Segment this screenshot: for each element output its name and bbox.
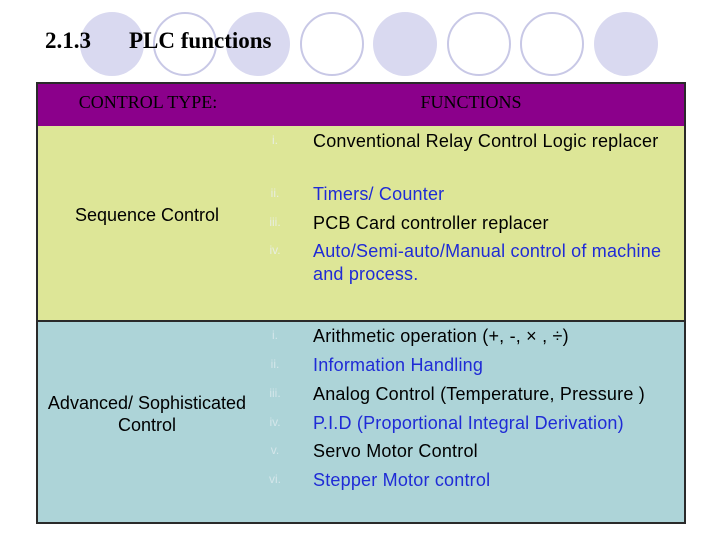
item-text: Stepper Motor control: [313, 470, 491, 490]
item-text: Servo Motor Control: [313, 441, 478, 461]
item-text: Auto/Semi-auto/Manual control of machine…: [313, 241, 662, 284]
table-header: CONTROL TYPE: FUNCTIONS: [36, 82, 686, 126]
item-number: iv.: [269, 415, 281, 429]
item-text: PCB Card controller replacer: [313, 213, 549, 233]
decor-circle: [226, 12, 290, 76]
header-functions: FUNCTIONS: [420, 92, 522, 112]
item-text: P.I.D (Proportional Integral Derivation): [313, 413, 624, 433]
item-text: Analog Control (Temperature, Pressure ): [313, 384, 645, 404]
item-text: Timers/ Counter: [313, 184, 445, 204]
table-row-advanced-control: Advanced/ Sophisticated Control i. Arith…: [36, 322, 686, 524]
item-number: iii.: [269, 386, 281, 400]
decor-circle-outline: [520, 12, 584, 76]
item-text: Conventional Relay Control Logic replace…: [313, 131, 659, 151]
item-number: iii.: [269, 215, 281, 229]
item-number: i.: [272, 133, 278, 147]
item-number: ii.: [270, 357, 280, 371]
item-number: v.: [270, 443, 280, 457]
section-number: 2.1.3: [45, 28, 91, 53]
decor-circle: [373, 12, 437, 76]
decor-circle: [594, 12, 658, 76]
decorative-circles: [80, 12, 658, 76]
item-number: i.: [272, 328, 278, 342]
item-number: iv.: [269, 243, 281, 257]
decor-circle: [80, 12, 144, 76]
control-type-label: Sequence Control: [74, 205, 220, 225]
header-control-type: CONTROL TYPE:: [78, 92, 218, 112]
item-text: Information Handling: [313, 355, 484, 375]
item-number: vi.: [269, 472, 281, 486]
item-text: Arithmetic operation (+, -, × , ÷): [313, 326, 569, 346]
control-type-label: Advanced/ Sophisticated Control: [47, 393, 247, 435]
decor-circle-outline: [300, 12, 364, 76]
title-text: PLC functions: [129, 28, 272, 53]
table-row-sequence-control: Sequence Control i. Conventional Relay C…: [36, 126, 686, 322]
decor-circle-outline: [447, 12, 511, 76]
plc-functions-table: CONTROL TYPE: FUNCTIONS Sequence Control…: [36, 82, 686, 524]
item-number: ii.: [270, 186, 280, 200]
decor-circle-outline: [153, 12, 217, 76]
